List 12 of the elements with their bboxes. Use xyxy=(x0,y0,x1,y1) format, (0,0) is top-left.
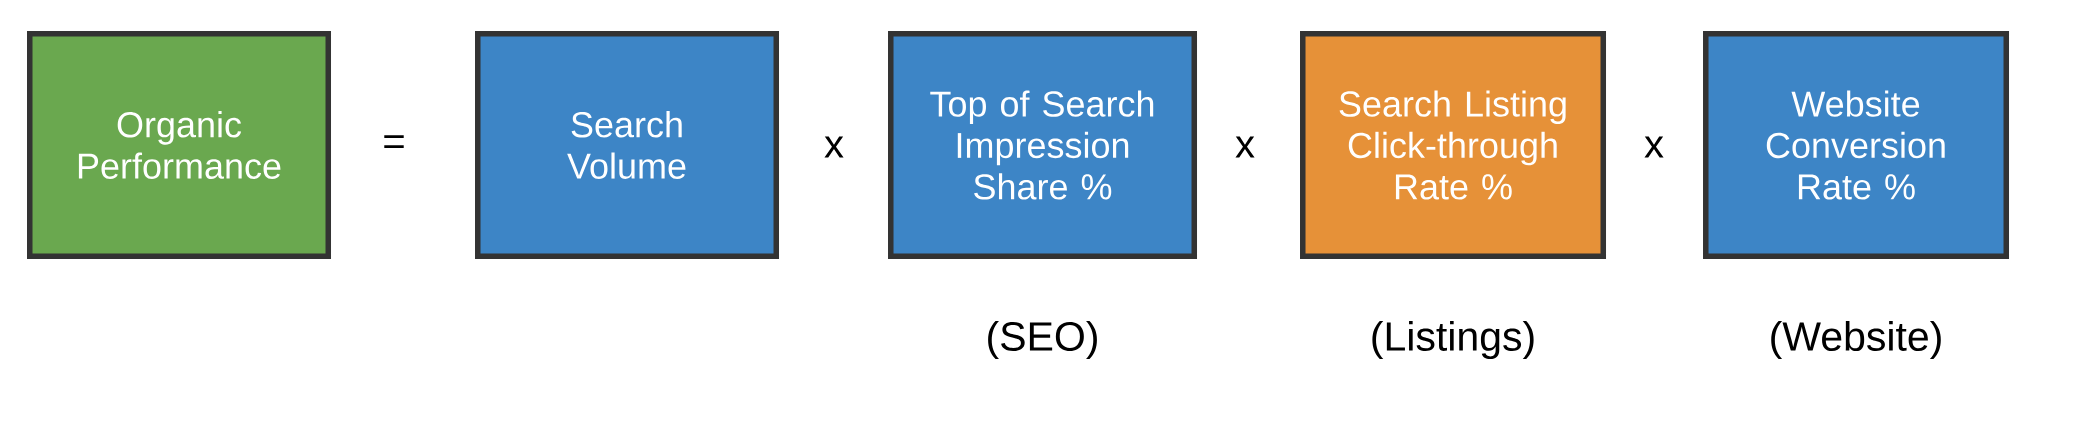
operator-sign: x xyxy=(1235,136,1255,158)
caption-label: (Listings) xyxy=(1372,320,1534,360)
operator-sign: x xyxy=(1644,136,1664,158)
term-box: Organic Performance xyxy=(27,31,331,259)
operator-sign: x xyxy=(824,136,844,158)
term-box: Search Listing Click-through Rate % xyxy=(1300,31,1606,259)
term-box: Top of Search Impression Share % xyxy=(888,31,1197,259)
caption-label: (Website) xyxy=(1771,320,1941,360)
term-box: Website Conversion Rate % xyxy=(1703,31,2009,259)
caption-label: (SEO) xyxy=(988,320,1097,360)
term-box: Search Volume xyxy=(475,31,779,259)
operator-sign: = xyxy=(384,135,404,149)
